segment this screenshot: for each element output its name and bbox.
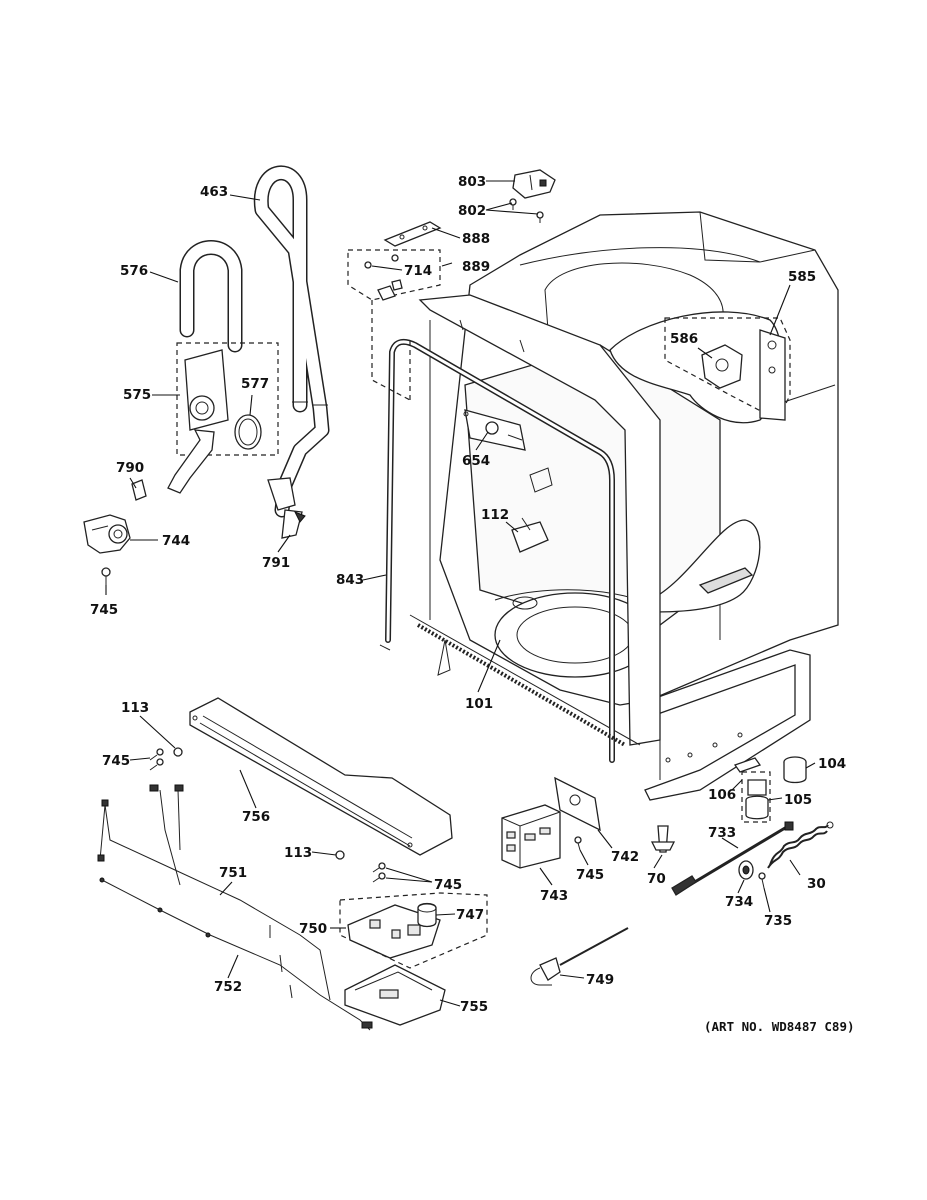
callout-749: 749 [586, 972, 614, 988]
callout-744: 744 [162, 533, 190, 549]
part-790 [131, 479, 147, 501]
callout-30: 30 [807, 876, 826, 892]
part-70 [650, 825, 676, 853]
part-756-rail [189, 697, 453, 856]
callout-654: 654 [462, 453, 490, 469]
part-113-745-screws-left [149, 747, 183, 771]
callout-575: 575 [123, 387, 151, 403]
door-gasket [379, 338, 615, 763]
callout-106: 106 [708, 787, 736, 803]
callout-585: 585 [788, 269, 816, 285]
callout-577: 577 [241, 376, 269, 392]
part-112 [511, 517, 549, 553]
callout-745: 745 [90, 602, 118, 618]
callout-113: 113 [121, 700, 149, 716]
part-654 [463, 409, 526, 451]
callout-889: 889 [462, 259, 490, 275]
callout-101: 101 [465, 696, 493, 712]
callout-750: 750 [299, 921, 327, 937]
part-733 [671, 821, 794, 896]
callout-112: 112 [481, 507, 509, 523]
part-744-pump [83, 514, 131, 554]
callout-105: 105 [784, 792, 812, 808]
callout-745: 745 [102, 753, 130, 769]
part-104 [783, 756, 807, 784]
part-734 [738, 860, 754, 880]
callout-104: 104 [818, 756, 846, 772]
callout-745: 745 [434, 877, 462, 893]
tub-vent [529, 467, 553, 493]
part-791 [267, 477, 306, 539]
callout-714: 714 [404, 263, 432, 279]
callout-463: 463 [200, 184, 228, 200]
callout-734: 734 [725, 894, 753, 910]
part-463-hose [253, 165, 330, 518]
part-752-harness [99, 877, 373, 1031]
callout-labels: 803 802 888 889 714 463 576 575 577 585 … [90, 174, 855, 1034]
callout-790: 790 [116, 460, 144, 476]
part-743 [501, 804, 561, 869]
part-575-577-kit [167, 342, 279, 494]
part-113-745-screws-center [335, 850, 386, 883]
art-number: (ART NO. WD8487 C89) [704, 1019, 855, 1034]
callout-888: 888 [462, 231, 490, 247]
part-802-screws [509, 198, 544, 223]
part-576-hose [179, 240, 243, 353]
callout-735: 735 [764, 913, 792, 929]
part-745-screw-a [101, 567, 111, 586]
callout-742: 742 [611, 849, 639, 865]
callout-576: 576 [120, 263, 148, 279]
part-750-747-kit [339, 892, 488, 969]
callout-745: 745 [576, 867, 604, 883]
part-889-kit [347, 249, 441, 401]
callout-113: 113 [284, 845, 312, 861]
callout-586: 586 [670, 331, 698, 347]
part-745-screw-c [574, 836, 582, 851]
part-803 [512, 169, 556, 199]
part-755 [344, 964, 446, 1026]
callout-755: 755 [460, 999, 488, 1015]
part-105-106-kit [733, 757, 771, 823]
part-749 [530, 927, 629, 986]
callout-791: 791 [262, 555, 290, 571]
callout-756: 756 [242, 809, 270, 825]
callout-802: 802 [458, 203, 486, 219]
callout-803: 803 [458, 174, 486, 190]
callout-752: 752 [214, 979, 242, 995]
callout-70: 70 [647, 871, 666, 887]
part-742 [554, 776, 601, 832]
callout-843: 843 [336, 572, 364, 588]
part-30-spring [767, 821, 834, 869]
part-735 [758, 872, 766, 889]
callout-743: 743 [540, 888, 568, 904]
callout-751: 751 [219, 865, 247, 881]
part-888 [383, 221, 442, 247]
part-585-586-kit [664, 317, 791, 421]
callout-747: 747 [456, 907, 484, 923]
part-751-harness [97, 784, 331, 1001]
leader-lines [105, 180, 816, 1007]
callout-733: 733 [708, 825, 736, 841]
